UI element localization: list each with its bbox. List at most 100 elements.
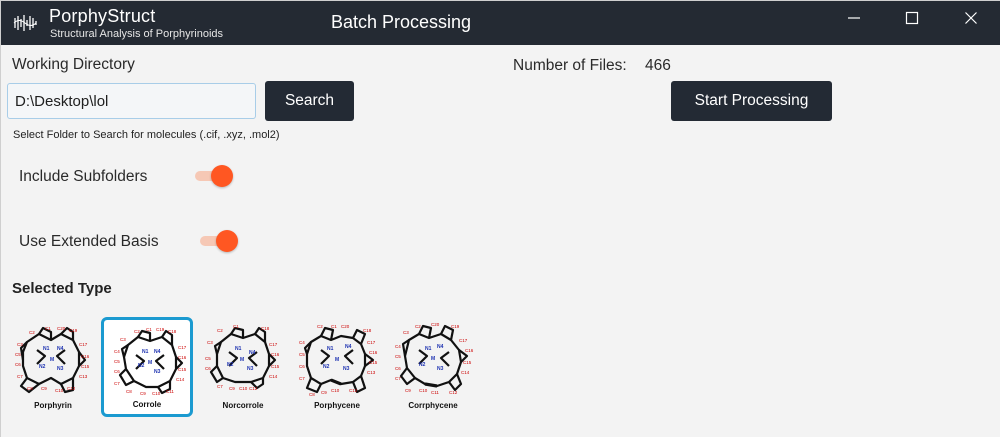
svg-text:N3: N3 [154, 369, 161, 375]
svg-text:C1: C1 [233, 324, 239, 329]
svg-text:C9: C9 [140, 391, 146, 396]
svg-text:C8: C8 [27, 386, 33, 391]
svg-text:C5: C5 [205, 356, 211, 361]
svg-text:C10: C10 [239, 386, 248, 391]
svg-text:C17: C17 [367, 340, 376, 345]
svg-text:C12: C12 [349, 388, 358, 393]
title-bar[interactable]: PorphyStruct Structural Analysis of Porp… [1, 1, 1000, 45]
svg-text:C7: C7 [217, 384, 223, 389]
svg-text:N4: N4 [345, 344, 352, 350]
svg-text:N2: N2 [39, 364, 46, 370]
type-label-porphycene: Porphycene [314, 401, 360, 410]
close-button[interactable] [942, 1, 1000, 35]
svg-text:N3: N3 [57, 366, 64, 372]
svg-text:N4: N4 [154, 349, 161, 355]
start-processing-button[interactable]: Start Processing [671, 81, 832, 121]
svg-text:C7: C7 [17, 374, 23, 379]
svg-text:N1: N1 [425, 346, 432, 352]
svg-text:C19: C19 [156, 327, 165, 332]
svg-text:C18: C18 [363, 328, 372, 333]
svg-text:C7: C7 [395, 376, 401, 381]
svg-text:N4: N4 [249, 350, 256, 356]
svg-text:C4: C4 [395, 344, 401, 349]
svg-text:C2: C2 [317, 324, 323, 329]
include-subfolders-toggle[interactable] [193, 164, 235, 188]
number-of-files-label: Number of Files: [513, 57, 627, 74]
minimize-button[interactable] [825, 1, 883, 35]
svg-text:C10: C10 [331, 388, 340, 393]
extended-basis-label: Use Extended Basis [19, 233, 159, 250]
svg-text:N1: N1 [142, 349, 149, 355]
svg-text:C5: C5 [15, 352, 21, 357]
svg-text:C9: C9 [321, 390, 327, 395]
selected-type-title: Selected Type [12, 280, 112, 297]
svg-text:N2: N2 [419, 362, 426, 368]
svg-text:C12: C12 [67, 386, 76, 391]
svg-text:C18: C18 [261, 326, 270, 331]
svg-text:C8: C8 [126, 389, 132, 394]
svg-text:C4: C4 [299, 340, 305, 345]
svg-text:C10: C10 [55, 388, 64, 393]
svg-text:C3: C3 [17, 342, 23, 347]
svg-text:M: M [335, 357, 339, 363]
svg-text:C5: C5 [395, 354, 401, 359]
extended-basis-toggle[interactable] [198, 229, 240, 253]
svg-text:C16: C16 [271, 352, 280, 357]
maximize-icon [905, 11, 919, 25]
app-name: PorphyStruct [49, 6, 156, 26]
type-label-corrphycene: Corrphycene [408, 401, 458, 410]
svg-text:C2: C2 [134, 329, 140, 334]
svg-text:N3: N3 [437, 366, 444, 372]
svg-text:C17: C17 [459, 338, 468, 343]
svg-text:N3: N3 [247, 366, 254, 372]
app-logo-icon [13, 15, 37, 31]
maximize-button[interactable] [883, 1, 941, 35]
search-button[interactable]: Search [265, 81, 354, 121]
svg-text:C17: C17 [79, 342, 88, 347]
svg-text:M: M [240, 357, 244, 363]
working-directory-label: Working Directory [12, 56, 135, 73]
svg-text:C14: C14 [269, 374, 278, 379]
svg-text:C13: C13 [79, 374, 88, 379]
svg-text:C3: C3 [207, 340, 213, 345]
include-subfolders-label: Include Subfolders [19, 168, 148, 185]
svg-text:C16: C16 [178, 355, 187, 360]
svg-text:C1: C1 [331, 324, 337, 329]
working-directory-input[interactable] [7, 83, 256, 119]
svg-text:C16: C16 [81, 354, 90, 359]
svg-text:C3: C3 [120, 337, 126, 342]
svg-text:C11: C11 [431, 390, 439, 395]
svg-text:C14: C14 [461, 370, 470, 375]
window-title: Batch Processing [331, 12, 472, 32]
svg-text:C9: C9 [229, 386, 235, 391]
svg-text:C4: C4 [114, 349, 120, 354]
main-content: Working Directory Search Select Folder t… [1, 45, 1000, 437]
type-label-corrole: Corrole [132, 400, 162, 409]
svg-text:N4: N4 [57, 346, 64, 352]
type-label-porphyrin: Porphyrin [34, 401, 72, 410]
svg-text:C7: C7 [114, 381, 120, 386]
svg-text:C20: C20 [431, 322, 440, 327]
svg-text:C6: C6 [114, 369, 120, 374]
svg-text:N1: N1 [43, 346, 50, 352]
svg-text:C12: C12 [249, 386, 258, 391]
svg-text:C16: C16 [465, 348, 474, 353]
svg-text:N1: N1 [327, 346, 334, 352]
svg-text:C6: C6 [395, 366, 401, 371]
svg-text:C8: C8 [309, 392, 315, 397]
svg-text:C16: C16 [369, 350, 378, 355]
svg-text:N2: N2 [138, 363, 145, 369]
svg-text:N3: N3 [343, 366, 350, 372]
svg-text:C9: C9 [41, 386, 47, 391]
svg-text:M: M [148, 360, 152, 366]
